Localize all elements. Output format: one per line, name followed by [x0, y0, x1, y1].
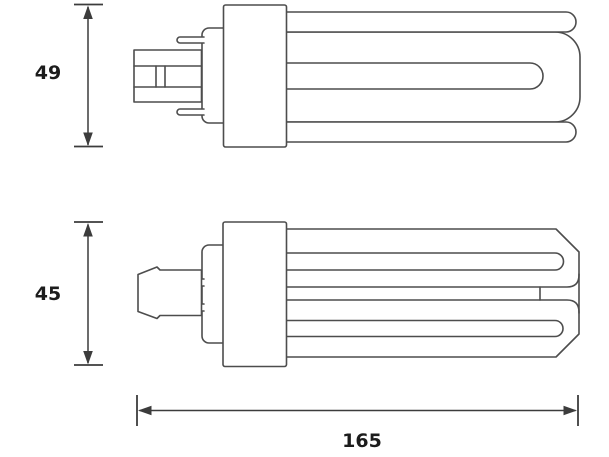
- dimension-group-top-height: 49: [35, 3, 103, 148]
- lamp-top-view: [133, 4, 581, 148]
- lamp1-tube-bottom-outline: [281, 121, 577, 143]
- lamp2-base-block: [222, 221, 288, 368]
- dimension-label-bottom-height: 45: [35, 283, 61, 305]
- lamp1-pin-bottom: [176, 108, 205, 116]
- dimension-group-bottom-height: 45: [35, 221, 103, 366]
- dim165-arrowhead-right-icon: [563, 405, 577, 416]
- dim49-arrowhead-down-icon: [83, 132, 93, 146]
- dim49-arrowhead-up-icon: [83, 5, 93, 19]
- lamp1-plug-outline: [133, 49, 203, 103]
- lamp1-base-block: [222, 4, 288, 148]
- dim45-arrowhead-down-icon: [83, 351, 93, 365]
- dimension-label-overall-length: 165: [342, 430, 382, 452]
- dim45-arrowhead-up-icon: [83, 223, 93, 237]
- dimension-group-overall-length: 165: [136, 395, 579, 452]
- lamp-bottom-view: [137, 221, 580, 368]
- lamp2-tube-lower-capsule: [281, 319, 564, 338]
- lamp1-pin-top: [176, 36, 205, 44]
- lamp1-tube-top-outline: [281, 11, 577, 33]
- lamp1-tube-inner-capsule: [281, 62, 544, 90]
- dim165-arrowhead-left-icon: [138, 405, 152, 416]
- lamp2-plug-outline: [137, 266, 203, 320]
- lamp2-tube-upper-capsule: [281, 252, 565, 271]
- dimension-label-top-height: 49: [35, 62, 61, 84]
